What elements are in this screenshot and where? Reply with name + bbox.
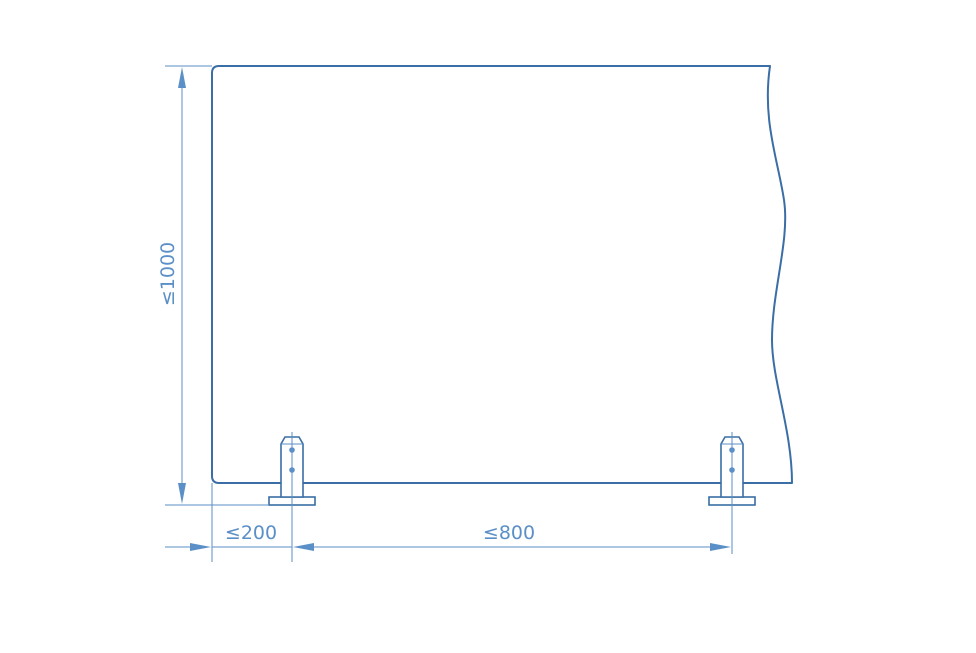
- edge-offset-label: ≤200: [225, 522, 277, 544]
- post-spacing-arrow-left: [293, 543, 314, 551]
- height-dimension-label: ≤1000: [157, 242, 179, 306]
- height-dimension: ≤1000: [157, 65, 269, 506]
- height-arrow-bottom: [178, 483, 186, 504]
- height-arrow-top: [178, 67, 186, 88]
- post-spacing-label: ≤800: [483, 522, 535, 544]
- post-spacing-arrow-right: [710, 543, 731, 551]
- horizontal-dimensions: ≤200 ≤800: [165, 432, 733, 562]
- edge-offset-arrow: [190, 543, 211, 551]
- glass-panel-outline: [211, 65, 793, 484]
